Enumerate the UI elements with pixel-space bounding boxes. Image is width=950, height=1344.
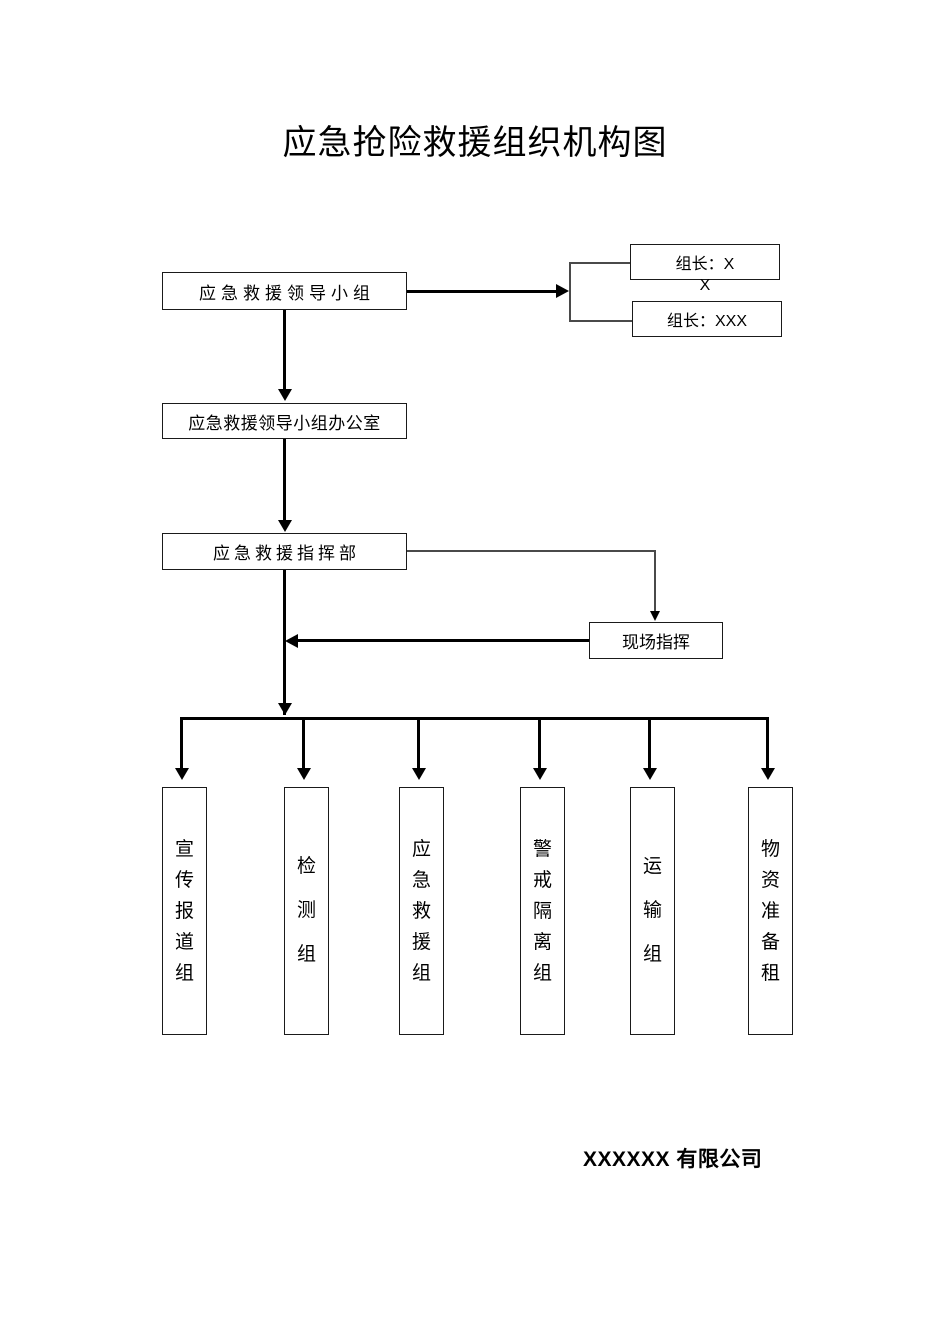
- page-title: 应急抢险救援组织机构图: [282, 125, 668, 162]
- bracket-vertical: [569, 262, 571, 321]
- node-site-command: 现场指挥: [589, 622, 723, 659]
- distribution-bar: [180, 717, 769, 720]
- branch-line-2: [302, 717, 305, 769]
- node-leadership-group-label: 应急救援领导小组: [199, 283, 375, 303]
- branch-line-4: [538, 717, 541, 769]
- team-box-2-label: 检测组: [296, 856, 316, 965]
- team-box-2: 检测组: [284, 787, 329, 1035]
- connector-lead-to-leaders: [407, 290, 559, 293]
- branch-line-6: [766, 717, 769, 769]
- connector-lead-to-office: [283, 310, 286, 390]
- node-command-dept-label: 应急救援指挥部: [213, 544, 360, 563]
- branch-line-5: [648, 717, 651, 769]
- arrowhead-spine-to-bar: [277, 703, 292, 715]
- team-box-4-label: 警戒隔离组: [532, 838, 552, 984]
- node-leader-1: 组长：X: [630, 244, 780, 280]
- team-box-1: 宣传报道组: [162, 787, 207, 1035]
- team-box-6-label: 物资准备租: [760, 838, 780, 984]
- company-name: XXXXXX 有限公司: [583, 1148, 763, 1171]
- branch-arrow-4: [532, 768, 547, 780]
- branch-line-3: [417, 717, 420, 769]
- team-box-1-label: 宣传报道组: [174, 838, 194, 984]
- connector-command-spine: [283, 570, 286, 715]
- branch-arrow-3: [411, 768, 426, 780]
- team-box-5-label: 运输组: [642, 856, 662, 965]
- node-site-command-label: 现场指挥: [622, 633, 690, 652]
- arrowhead-site-to-spine: [285, 633, 298, 648]
- node-leader-2: 组长：XXX: [632, 301, 782, 337]
- node-leader-stray-x: X: [699, 277, 711, 294]
- arrowhead-lead-to-office: [277, 389, 292, 401]
- arrowhead-lead-to-leaders: [556, 284, 569, 298]
- team-box-3-label: 应急救援组: [411, 838, 431, 984]
- team-box-6: 物资准备租: [748, 787, 793, 1035]
- connector-command-to-site-v: [654, 550, 656, 612]
- node-leader-2-label: 组长：XXX: [666, 313, 748, 330]
- team-box-3: 应急救援组: [399, 787, 444, 1035]
- branch-arrow-1: [174, 768, 189, 780]
- arrowhead-office-to-command: [277, 520, 292, 532]
- arrowhead-command-to-site: [649, 611, 660, 621]
- branch-arrow-2: [296, 768, 311, 780]
- branch-arrow-5: [642, 768, 657, 780]
- bracket-branch-top: [569, 262, 631, 264]
- connector-office-to-command: [283, 439, 286, 521]
- bracket-branch-bottom: [569, 320, 633, 322]
- team-box-5: 运输组: [630, 787, 675, 1035]
- branch-arrow-6: [760, 768, 775, 780]
- connector-command-to-site-h: [407, 550, 656, 552]
- team-box-4: 警戒隔离组: [520, 787, 565, 1035]
- node-leadership-group: 应急救援领导小组: [162, 272, 407, 310]
- connector-site-to-spine: [297, 639, 589, 642]
- node-command-dept: 应急救援指挥部: [162, 533, 407, 570]
- node-office: 应急救援领导小组办公室: [162, 403, 407, 439]
- branch-line-1: [180, 717, 183, 769]
- node-office-label: 应急救援领导小组办公室: [188, 413, 381, 433]
- node-leader-1-label: 组长：X: [675, 256, 735, 273]
